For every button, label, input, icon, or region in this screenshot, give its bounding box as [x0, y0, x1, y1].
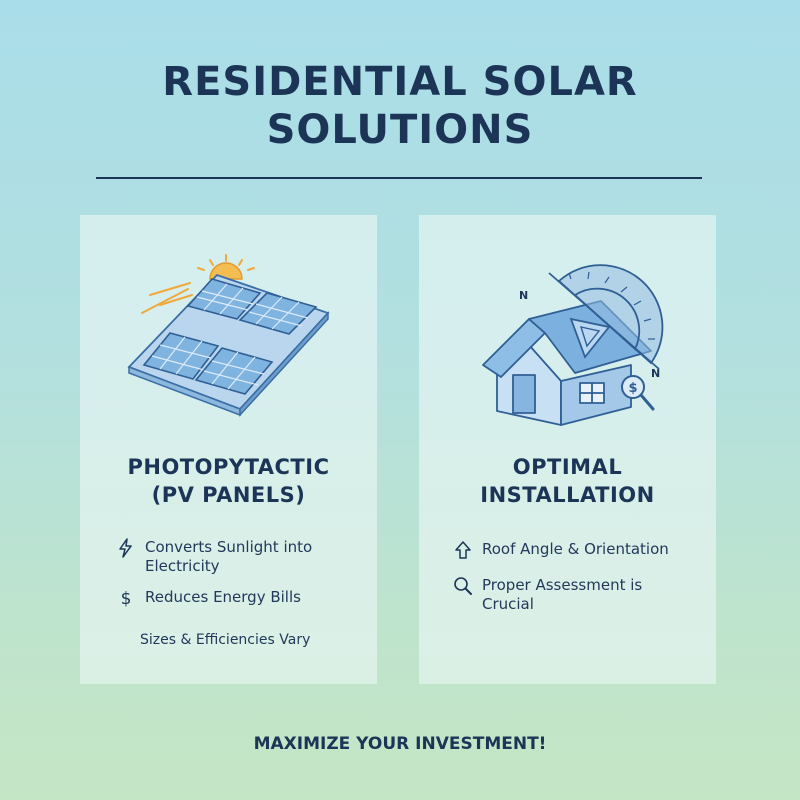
bullet-text-line1: Roof Angle & Orientation — [482, 540, 669, 558]
installation-heading-line2: INSTALLATION — [480, 483, 655, 507]
magnifier-dollar-icon: $ — [621, 375, 655, 411]
installation-heading: OPTIMAL INSTALLATION — [419, 453, 716, 509]
sizes-note: Sizes & Efficiencies Vary — [140, 632, 311, 648]
solar-panel — [142, 332, 220, 380]
bullet-converts-sunlight: Converts Sunlight into Electricity — [116, 538, 312, 576]
pv-panels-card: PHOTOPYTACTIC (PV PANELS) Converts Sunli… — [80, 215, 377, 684]
lightning-icon — [119, 538, 132, 558]
bullet-proper-assessment: Proper Assessment is Crucial — [453, 576, 642, 614]
solar-panel — [194, 347, 274, 395]
house-protractor-illustration: N N — [482, 264, 664, 426]
bullet-text-line1: Proper Assessment is — [482, 576, 643, 594]
bullet-reduces-bills: $ Reduces Energy Bills — [116, 588, 301, 608]
bullet-text-line1: Reduces Energy Bills — [145, 588, 301, 606]
solar-panel — [238, 292, 318, 335]
solar-panel — [186, 278, 262, 320]
protractor-icon — [548, 264, 664, 370]
bullet-text-line1: Converts Sunlight into — [145, 538, 313, 556]
bullet-text-line2: Electricity — [145, 557, 220, 575]
compass-label-north: N — [651, 367, 660, 380]
bullet-text-line2: Crucial — [482, 595, 534, 613]
magnifier-symbol: $ — [628, 381, 637, 396]
set-square-icon — [569, 317, 611, 359]
pv-panels-heading: PHOTOPYTACTIC (PV PANELS) — [80, 453, 377, 509]
pv-panels-heading-line1: PHOTOPYTACTIC — [127, 455, 330, 479]
pv-panels-heading-line2: (PV PANELS) — [151, 483, 306, 507]
installation-heading-line1: OPTIMAL — [512, 455, 623, 479]
page-title-line1: RESIDENTIAL SOLAR — [162, 59, 638, 105]
arrow-up-icon — [455, 541, 471, 559]
dollar-icon: $ — [121, 589, 132, 608]
svg-text:$: $ — [121, 589, 132, 608]
page-title-line2: SOLUTIONS — [266, 107, 534, 153]
installation-card: N N — [419, 215, 716, 684]
compass-label-north: N — [519, 289, 528, 302]
title-divider — [96, 177, 702, 179]
solar-panels-illustration — [127, 254, 330, 417]
house-icon — [482, 300, 652, 426]
page-title: RESIDENTIAL SOLAR SOLUTIONS — [0, 58, 800, 154]
bullet-roof-angle: Roof Angle & Orientation — [453, 540, 669, 560]
magnifier-icon — [454, 577, 472, 595]
footer-cta: MAXIMIZE YOUR INVESTMENT! — [253, 734, 547, 754]
